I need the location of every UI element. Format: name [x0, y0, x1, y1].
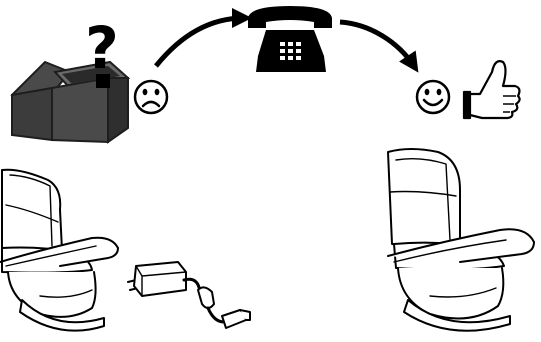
- question-mark: ?: [85, 14, 119, 82]
- happy-face-icon: [417, 81, 449, 113]
- recliner-chair-left: [0, 170, 118, 331]
- power-adapter-icon: [128, 262, 250, 328]
- question-mark-dot: [96, 74, 110, 88]
- telephone-icon: [248, 6, 332, 72]
- arrow-to-phone: [156, 18, 244, 66]
- arrow-to-resolved: [340, 22, 414, 66]
- thumbs-up-icon: [464, 61, 520, 118]
- sad-face-icon: [135, 81, 167, 113]
- recliner-chair-right: [388, 149, 534, 331]
- open-box-question-icon: ?: [12, 14, 128, 142]
